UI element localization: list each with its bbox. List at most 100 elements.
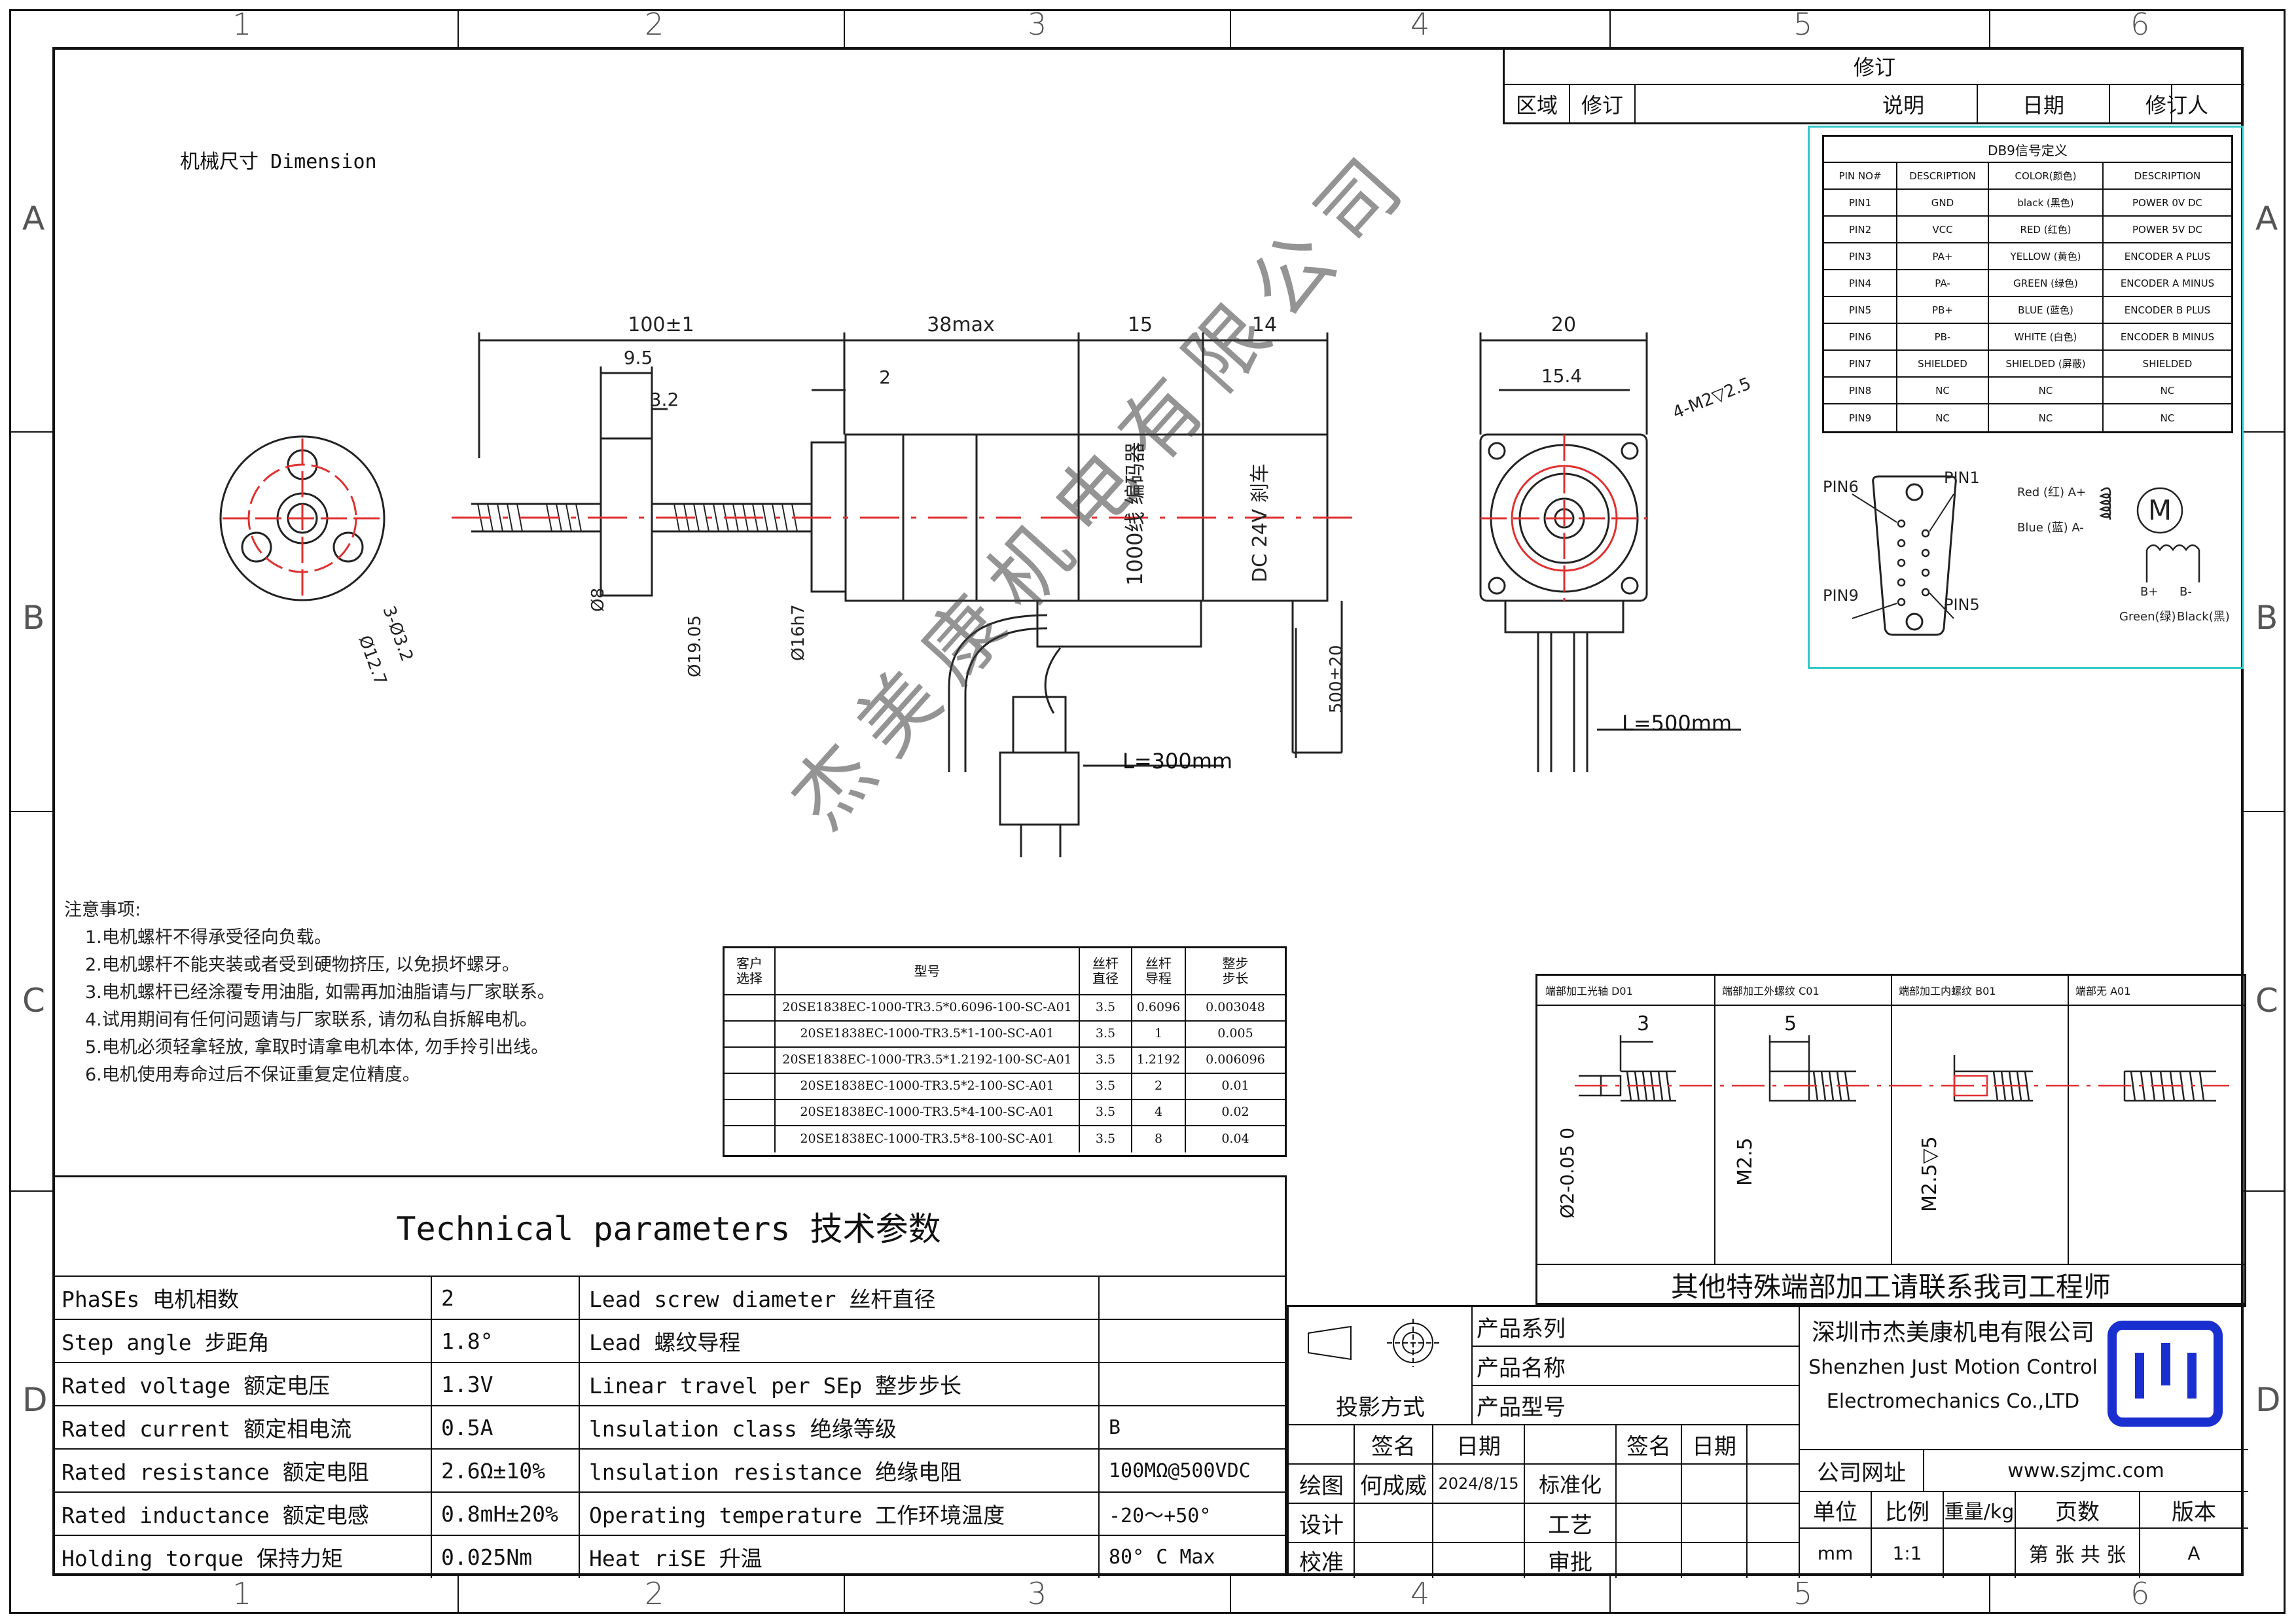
model-cell: 3.5 <box>1080 1100 1132 1125</box>
note-item-4: 4.试用期间有任何问题请与厂家联系, 请勿私自拆解电机。 <box>85 1010 537 1030</box>
end-dim-m2-5-depth: M2.5▽5 <box>1918 1136 1941 1212</box>
db9-cell: PIN5 <box>1824 297 1897 323</box>
model-select-cell[interactable] <box>725 1100 776 1125</box>
db9-cell: NC <box>1897 404 1989 431</box>
zone-row-a: A <box>22 200 45 238</box>
end-header-b01: 端部加工内螺纹 B01 <box>1899 985 1996 997</box>
product-name-label: 产品名称 <box>1477 1355 1566 1382</box>
tech-cell: Step angle 步距角 <box>52 1320 432 1362</box>
db9-cell: PIN4 <box>1824 270 1897 296</box>
model-select-cell[interactable] <box>725 1126 776 1152</box>
dim-hole-15-4: 15.4 <box>1541 365 1582 387</box>
db9-pin5-label: PIN5 <box>1944 596 1980 614</box>
db9-cell: ENCODER A PLUS <box>2124 250 2211 262</box>
model-cell: 0.6096 <box>1132 995 1186 1020</box>
zone-col-3-bottom: 3 <box>1028 1576 1047 1611</box>
zone-row-d-right: D <box>2255 1381 2281 1419</box>
title-block: 投影方式 产品系列 产品名称 产品型号 签名 日期 签名 日期 绘图 何成威 2… <box>1287 1305 2248 1578</box>
model-select-cell[interactable] <box>725 1048 776 1073</box>
date-label: 日期 <box>1456 1433 1501 1460</box>
end-header-a01: 端部无 A01 <box>2075 985 2131 997</box>
inner-frame <box>52 47 2244 1576</box>
model-cell: 0.01 <box>1221 1079 1249 1094</box>
revision-col-zone: 区域 <box>1505 85 1570 123</box>
wire-black-label: Black(黑) <box>2177 610 2230 624</box>
model-cell: 3.5 <box>1080 1048 1132 1073</box>
company-name-en-2: Electromechanics Co.,LTD <box>1826 1389 2080 1413</box>
dimension-title: 机械尺寸 Dimension <box>180 151 377 173</box>
end-header-c01: 端部加工外螺纹 C01 <box>1722 985 1820 997</box>
zone-col-4-bottom: 4 <box>1410 1576 1430 1611</box>
wire-a-plus-label: Red (红) A+ <box>2017 486 2086 499</box>
brake-label: DC 24V 刹车 <box>1249 463 1272 582</box>
tech-cell: Operating temperature 工作环境温度 <box>580 1493 1100 1535</box>
end-header-d01: 端部加工光轴 D01 <box>1545 985 1633 997</box>
db9-cell: SHIELDED (屏蔽) <box>1989 351 2104 376</box>
dim-nut-9-5: 9.5 <box>624 347 653 368</box>
zone-col-6-bottom: 6 <box>2130 1576 2150 1611</box>
process-label: 工艺 <box>1548 1512 1592 1539</box>
dim-cable-500-20: 500±20 <box>1327 645 1346 714</box>
dim-pilot-16h7: Ø16h7 <box>789 604 808 661</box>
model-cell: 20SE1838EC-1000-TR3.5*2-100-SC-A01 <box>776 1074 1080 1099</box>
db9-cell: DESCRIPTION <box>2134 169 2201 182</box>
wire-b-plus-label: B+ <box>2140 585 2158 599</box>
end-dim-m2-5: M2.5 <box>1734 1137 1757 1186</box>
end-machining-footer: 其他特殊端部加工请联系我司工程师 <box>1670 1270 2111 1303</box>
tech-cell: 2 <box>432 1277 580 1319</box>
model-select-cell[interactable] <box>725 995 776 1020</box>
model-select-cell[interactable] <box>725 1074 776 1099</box>
db9-cell: PA+ <box>1897 243 1989 269</box>
draw-label: 绘图 <box>1299 1472 1344 1499</box>
tech-cell: 2.6Ω±10% <box>432 1450 580 1491</box>
zone-row-c-right: C <box>2255 982 2278 1020</box>
db9-cell: DESCRIPTION <box>1897 163 1989 188</box>
tech-cell: -20～+50° <box>1109 1505 1211 1527</box>
db9-cell: PA- <box>1897 270 1989 296</box>
unit-value: mm <box>1817 1542 1854 1564</box>
db9-connector-diagram: PIN6 PIN1 PIN9 PIN5 Red (红) A+ Blue (蓝) … <box>1823 469 2230 636</box>
note-item-5: 5.电机必须轻拿轻放, 拿取时请拿电机本体, 勿手拎引出线。 <box>85 1037 549 1058</box>
tech-cell: Rated current 额定相电流 <box>52 1406 432 1448</box>
zone-col-1: 1 <box>232 7 252 42</box>
scale-label: 比例 <box>1885 1499 1929 1525</box>
sign-label-2: 签名 <box>1626 1433 1671 1460</box>
model-select-cell[interactable] <box>725 1022 776 1046</box>
model-cell: 20SE1838EC-1000-TR3.5*1-100-SC-A01 <box>776 1022 1080 1046</box>
model-cell: 3.5 <box>1080 1074 1132 1099</box>
zone-col-2: 2 <box>645 7 664 42</box>
db9-cell: PIN9 <box>1824 404 1897 431</box>
db9-cell: GND <box>1897 190 1989 215</box>
motor-symbol: M <box>2148 494 2172 526</box>
dim-nut-dia-8: Ø8 <box>588 588 608 612</box>
db9-pin1-label: PIN1 <box>1944 469 1980 487</box>
db9-cell: NC <box>1989 404 2104 431</box>
cable-length-right: L=500mm <box>1622 711 1732 736</box>
end-dim-3: 3 <box>1637 1012 1649 1035</box>
check-label: 校准 <box>1299 1549 1344 1576</box>
dim-length-total: 100±1 <box>628 313 694 336</box>
company-name-cn: 深圳市杰美康机电有限公司 <box>1811 1319 2094 1346</box>
db9-cell: ENCODER B MINUS <box>2120 330 2215 343</box>
website-value[interactable]: www.szjmc.com <box>2007 1459 2164 1482</box>
db9-cell: PB- <box>1897 324 1989 349</box>
end-dim-d01-tol: Ø2-0.05 0 <box>1556 1128 1578 1219</box>
standard-label: 标准化 <box>1538 1472 1602 1497</box>
db9-cell: NC <box>1989 378 2104 403</box>
